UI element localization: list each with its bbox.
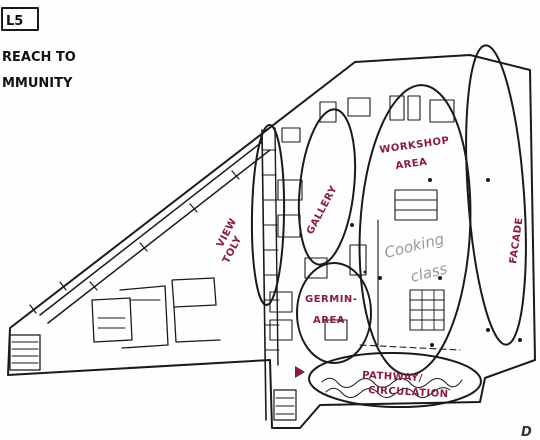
workshop-label-line-1: WORKSHOP (379, 135, 450, 156)
header: L5 REACH TO MMUNITY (1, 7, 76, 91)
germin-label-line-2: AREA (313, 315, 345, 326)
pencil-note-line-1: Cooking (383, 230, 446, 262)
level-tag-box (1, 7, 39, 31)
pathway-label-line-1: PATHWAY/ (362, 370, 423, 384)
pathway-hatching (321, 377, 463, 398)
facade-label: FACADE (508, 217, 525, 265)
workshop-label-line-2: AREA (395, 157, 428, 172)
diagonal-wall (29, 141, 271, 324)
left-building (9, 277, 221, 371)
view-bubble (250, 124, 286, 306)
germin-label-line-1: GERMIN- (305, 294, 357, 305)
corner-mark: D (521, 425, 532, 440)
pencil-note-line-2: class (409, 259, 450, 286)
level-tag: L5 (6, 14, 23, 29)
workshop-bubble (358, 84, 472, 376)
top-rooms (319, 95, 455, 123)
marker-dots (350, 178, 522, 347)
header-line-1: REACH TO (2, 50, 76, 65)
zone-bubbles (250, 44, 527, 409)
central-rooms (304, 189, 461, 351)
facade-bubble (465, 44, 527, 346)
pencil-notes: Cooking class (383, 230, 450, 286)
gallery-bubble (297, 108, 357, 266)
site-outline (7, 54, 536, 429)
header-line-2: MMUNITY (2, 76, 73, 91)
column-structure (261, 127, 303, 421)
germin-bubble (296, 262, 372, 364)
pathway-label-line-2: CIRCULATION (368, 385, 449, 400)
entry-arrow-icon (295, 366, 305, 378)
gallery-label: GALLERY (305, 184, 340, 237)
pathway-bubble (308, 351, 482, 409)
